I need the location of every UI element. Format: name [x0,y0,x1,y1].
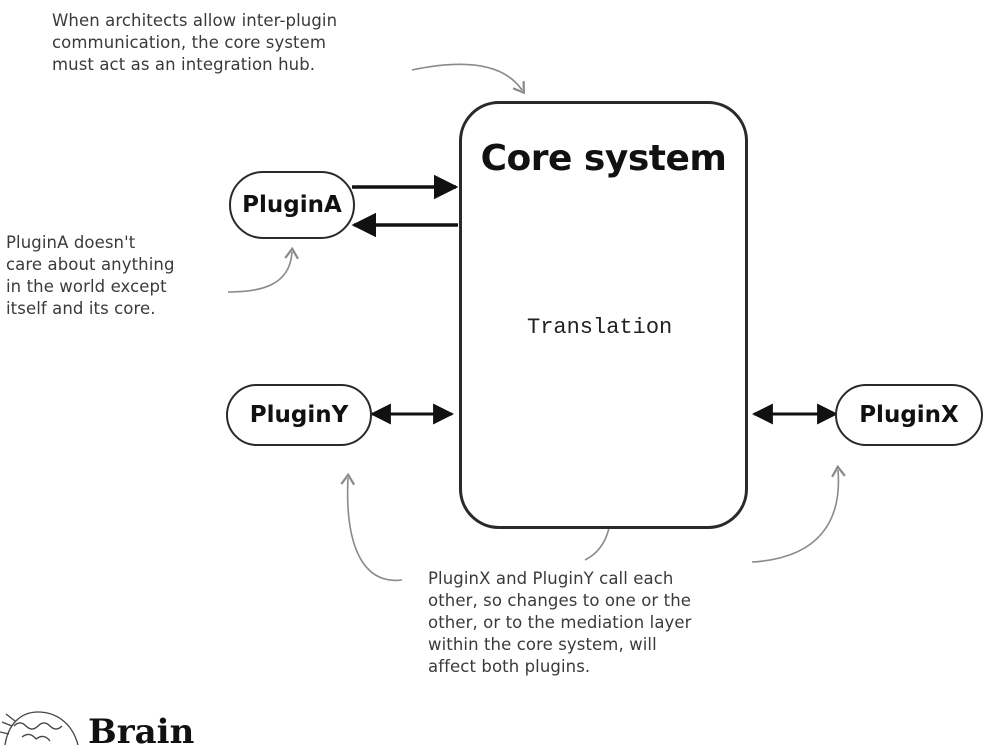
core-system-box: Core system [459,101,748,529]
plugin-x-label: PluginX [859,402,959,428]
note-integration-hub: When architects allow inter-plugin commu… [52,11,338,74]
plugin-y-label: PluginY [249,402,349,428]
callout-top [411,63,525,95]
translation-label: Translation [527,315,673,340]
core-system-title: Core system [480,138,727,179]
callout-bottom-right [751,464,846,563]
brain-power-heading: Brain [88,712,195,752]
note-plugin-coupling: PluginX and PluginY call each other, so … [428,569,692,676]
callout-bottom-left [340,472,403,582]
plugin-y: PluginY [226,384,372,446]
brain-mascot-icon [0,711,79,745]
callout-left [227,246,299,293]
note-plugina: PluginA doesn't care about anything in t… [6,233,175,318]
plugin-a: PluginA [229,171,355,239]
plugin-a-label: PluginA [242,192,342,218]
plugin-x: PluginX [835,384,983,446]
